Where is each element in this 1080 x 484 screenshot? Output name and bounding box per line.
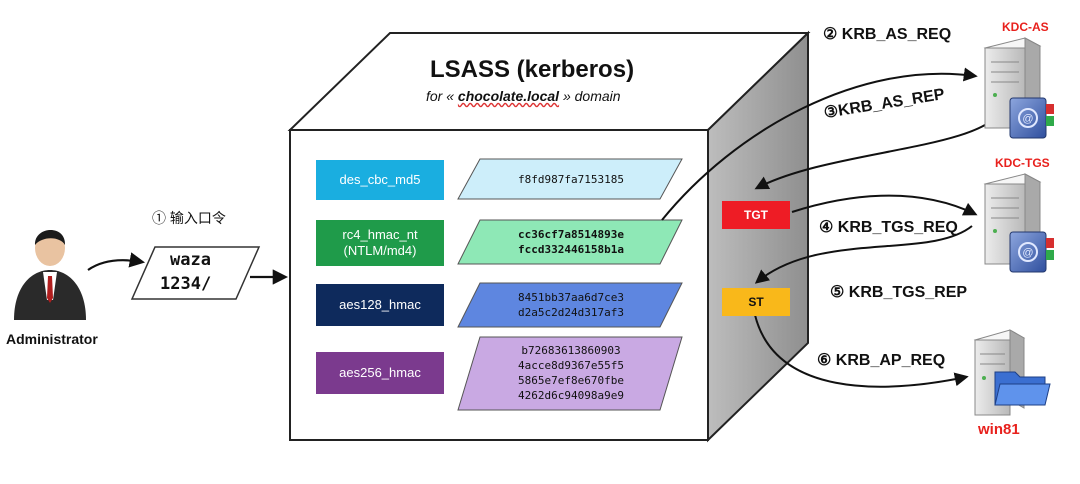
password-line-2: 1234/ bbox=[160, 274, 212, 294]
svg-text:@: @ bbox=[1022, 113, 1033, 125]
hash-line: 4262d6c94098a9e9 bbox=[518, 389, 624, 402]
hash-box-aes256 bbox=[457, 336, 683, 411]
user-icon bbox=[14, 229, 86, 320]
algo-aes128-label: aes128_hmac bbox=[316, 284, 444, 326]
kdc-tgs-label: KDC-TGS bbox=[995, 156, 1050, 170]
kdc-tgs-server-icon: @ bbox=[983, 173, 1054, 273]
as-req-arrow bbox=[661, 67, 978, 221]
hash-line: cc36cf7a8514893e bbox=[518, 228, 624, 241]
kdc-as-server-icon: @ bbox=[983, 37, 1054, 139]
svg-text:@: @ bbox=[1022, 247, 1033, 259]
step-tgs-req: ④ KRB_TGS_REQ bbox=[819, 219, 958, 236]
hash-aes128: 8451bb37aa6d7ce3 d2a5c2d24d317af3 bbox=[476, 290, 666, 320]
hash-box-aes128 bbox=[457, 282, 683, 328]
algo-aes256-label: aes256_hmac bbox=[316, 352, 444, 394]
hash-aes256: b72683613860903 4acce8d9367e55f5 5865e7e… bbox=[476, 343, 666, 403]
password-box bbox=[130, 246, 261, 300]
hash-des: f8fd987fa7153185 bbox=[476, 172, 666, 187]
user-to-password-arrow bbox=[87, 252, 146, 271]
hash-line: b72683613860903 bbox=[521, 344, 621, 357]
win81-label: win81 bbox=[978, 421, 1020, 438]
hash-line: 4acce8d9367e55f5 bbox=[518, 359, 624, 372]
step-ap-req: ⑥ KRB_AP_REQ bbox=[817, 352, 946, 369]
tgs-req-arrow bbox=[791, 194, 978, 216]
hash-box-des bbox=[457, 158, 683, 200]
hash-rc4: cc36cf7a8514893e fccd332446158b1a bbox=[476, 227, 666, 257]
algo-des-label: des_cbc_md5 bbox=[316, 160, 444, 200]
win81-server-icon bbox=[973, 329, 1051, 416]
hash-line: 8451bb37aa6d7ce3 bbox=[518, 291, 624, 304]
subtitle-suffix: » domain bbox=[562, 88, 621, 104]
administrator-label: Administrator bbox=[6, 331, 98, 347]
hash-line: fccd332446158b1a bbox=[518, 243, 624, 256]
algo-rc4-label: rc4_hmac_nt (NTLM/md4) bbox=[316, 220, 444, 266]
step-input-password: ① 输入口令 bbox=[152, 210, 226, 226]
hash-line: f8fd987fa7153185 bbox=[518, 173, 624, 186]
hash-line: d2a5c2d24d317af3 bbox=[518, 306, 624, 319]
kdc-as-label: KDC-AS bbox=[1002, 20, 1049, 34]
lsass-subtitle: for « chocolate.local » domain bbox=[426, 88, 621, 104]
ap-req-arrow bbox=[754, 314, 969, 388]
step-as-req: ② KRB_AS_REQ bbox=[823, 26, 952, 43]
tgs-rep-arrow bbox=[754, 225, 973, 284]
subtitle-prefix: for « bbox=[426, 88, 455, 104]
lsass-title: LSASS (kerberos) bbox=[430, 56, 635, 83]
tgt-ticket: TGT bbox=[722, 201, 790, 229]
step-tgs-rep: ⑤ KRB_TGS_REP bbox=[830, 284, 968, 301]
password-line-1: waza bbox=[170, 250, 211, 270]
subtitle-domain: chocolate.local bbox=[457, 88, 560, 104]
hash-box-rc4 bbox=[457, 219, 683, 265]
st-ticket: ST bbox=[722, 288, 790, 316]
hash-line: 5865e7ef8e670fbe bbox=[518, 374, 624, 387]
